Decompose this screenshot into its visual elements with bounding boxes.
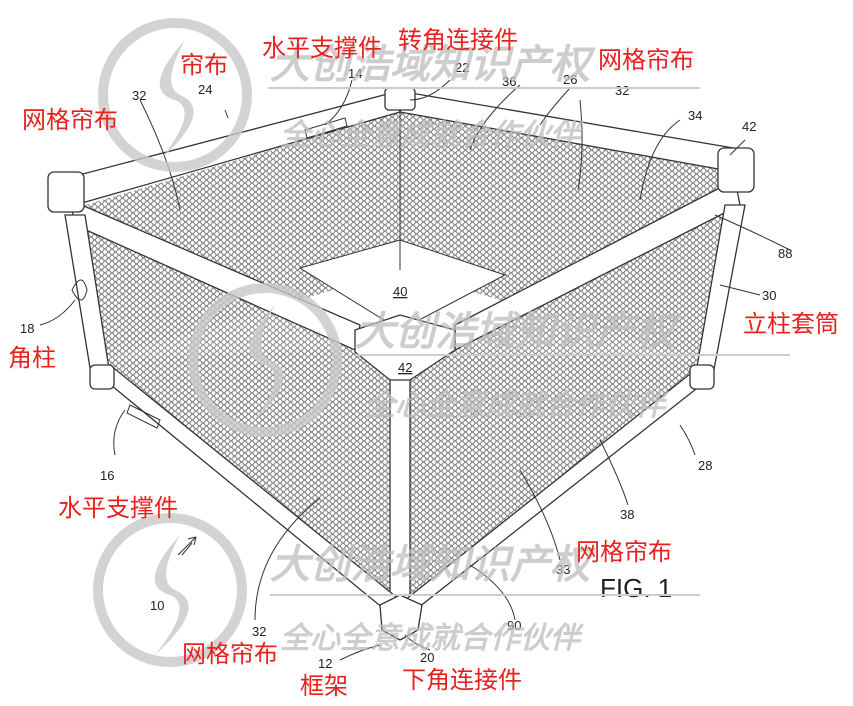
annotation-curtain: 帘布 bbox=[180, 51, 228, 79]
ref-32-top: 32 bbox=[615, 83, 629, 98]
lower-connector-right bbox=[689, 364, 715, 390]
ref-16: 16 bbox=[100, 468, 114, 483]
corner-connector-back bbox=[384, 87, 416, 111]
ref-30: 30 bbox=[762, 288, 776, 303]
ref-33: 33 bbox=[556, 562, 570, 577]
annotation-mesh-curtain-left: 网格帘布 bbox=[22, 106, 118, 134]
annotation-mesh-curtain-bottom-left: 网格帘布 bbox=[182, 640, 278, 668]
lower-connector-left bbox=[89, 364, 115, 390]
ref-38: 38 bbox=[620, 507, 634, 522]
ref-90: 90 bbox=[507, 618, 521, 633]
annotation-corner-post: 角柱 bbox=[8, 344, 56, 372]
ref-40: 40 bbox=[393, 284, 407, 299]
ref-18: 18 bbox=[20, 321, 34, 336]
annotation-frame: 框架 bbox=[300, 672, 348, 700]
watermark-logo-icon bbox=[93, 18, 342, 667]
watermark-line1-bottom: 大创浩域知识产权 bbox=[270, 541, 596, 588]
annotation-mesh-curtain-top-right: 网格帘布 bbox=[598, 46, 694, 74]
ref-10: 10 bbox=[150, 598, 164, 613]
ref-42-top: 42 bbox=[742, 119, 756, 134]
ref-14: 14 bbox=[348, 66, 362, 81]
annotation-mesh-curtain-bottom-right: 网格帘布 bbox=[576, 538, 672, 566]
corner-connector-front bbox=[354, 314, 456, 381]
floor-panel bbox=[298, 239, 507, 331]
ref-34: 34 bbox=[688, 108, 702, 123]
watermark-line2-mid: 全心全意成就合作伙伴 bbox=[365, 388, 669, 423]
watermark-line1-mid: 大创浩域知识产权 bbox=[355, 308, 681, 355]
annotation-lower-corner-connector: 下角连接件 bbox=[402, 666, 522, 694]
ref-42-front: 42 bbox=[398, 360, 412, 375]
ref-12: 12 bbox=[318, 656, 332, 671]
watermark-line2-bottom: 全心全意成就合作伙伴 bbox=[280, 621, 584, 656]
ref-36: 36 bbox=[502, 74, 516, 89]
ref-20: 20 bbox=[420, 650, 434, 665]
watermark: 大创浩域知识产权 全心全意成就合作伙伴 大创浩域知识产权 全心全意成就合作伙伴 … bbox=[93, 18, 790, 667]
figure-title: FIG. 1 bbox=[600, 573, 672, 603]
watermark-line2-top: 全心全意成就合作伙伴 bbox=[280, 118, 584, 153]
ref-24: 24 bbox=[198, 82, 212, 97]
corner-connector-right bbox=[717, 147, 755, 193]
ref-32-bottom: 32 bbox=[252, 624, 266, 639]
ref-32-left: 32 bbox=[132, 88, 146, 103]
ref-28: 28 bbox=[698, 458, 712, 473]
ref-22: 22 bbox=[455, 60, 469, 75]
annotation-horizontal-support-left: 水平支撑件 bbox=[58, 494, 178, 522]
ref-88: 88 bbox=[778, 246, 792, 261]
annotation-corner-connector: 转角连接件 bbox=[398, 26, 518, 54]
corner-connector-left bbox=[47, 171, 85, 213]
annotation-horizontal-support-top: 水平支撑件 bbox=[262, 34, 382, 62]
watermark-line1-top: 大创浩域知识产权 bbox=[270, 41, 596, 88]
annotation-post-sleeve: 立柱套筒 bbox=[743, 310, 839, 338]
ref-26: 26 bbox=[563, 72, 577, 87]
leader-lines bbox=[39, 79, 791, 661]
